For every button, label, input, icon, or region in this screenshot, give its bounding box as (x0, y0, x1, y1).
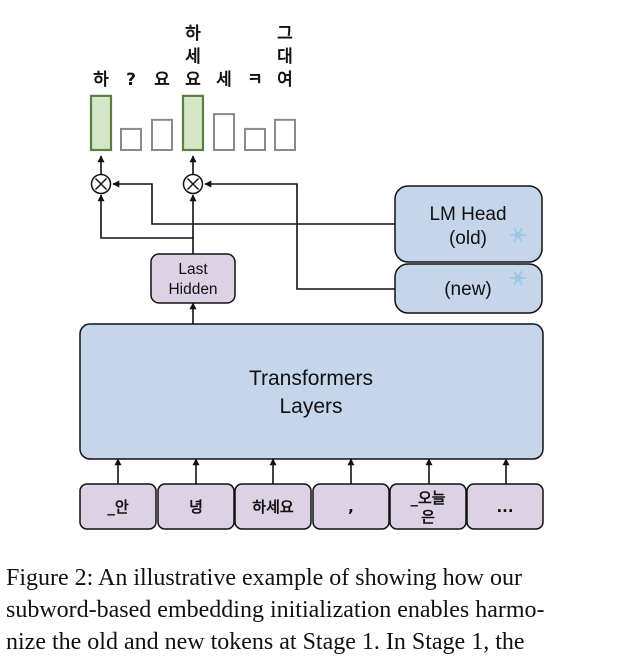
highlighted-probability-bar (181, 94, 205, 152)
input-token-box: ... (466, 483, 544, 530)
lm-head-new-label: (new) (444, 279, 492, 300)
input-token-box: , (312, 483, 390, 530)
output-token-label: 여 (277, 70, 293, 90)
last-hidden-line2: Hidden (168, 281, 217, 298)
output-token-label: 요 (154, 70, 170, 90)
caption-line: subword-based embedding initialization e… (6, 597, 545, 623)
lm-head-old-box: LM Head (old) (394, 185, 543, 263)
input-token-label: 녕 (189, 498, 203, 516)
output-token-label: 대 (277, 47, 293, 67)
caption-line: Figure 2: An illustrative example of sho… (6, 565, 522, 591)
lm-head-old-label: (old) (449, 228, 487, 249)
figure-caption: Figure 2: An illustrative example of sho… (6, 562, 630, 658)
input-token-label: , (348, 498, 354, 516)
connectors (97, 155, 510, 484)
output-token-label: ㅋ (247, 70, 263, 90)
output-token-label: 세 (185, 47, 201, 67)
input-token-box: 하세요 (234, 483, 312, 530)
input-tokens: _안 녕 하세요, _오늘은... (79, 483, 544, 530)
output-token-label: 세 (216, 70, 232, 90)
caption-line: nize the old and new tokens at Stage 1. … (6, 629, 525, 655)
input-token-label: _오늘 (410, 489, 445, 507)
input-token-rect (466, 483, 544, 530)
output-token-label: 그 (277, 24, 293, 44)
hidden-to-mult-1 (97, 194, 194, 254)
input-token-label: ... (496, 498, 513, 516)
last-hidden-box: Last Hidden (150, 253, 236, 304)
multiply-node-1 (90, 173, 112, 195)
input-token-box: _오늘은 (389, 483, 467, 530)
input-token-box: 녕 (157, 483, 235, 530)
lm-head-title: LM Head (429, 204, 506, 225)
output-token-label: 하 (185, 24, 201, 44)
output-probability-bars (89, 94, 296, 152)
input-token-label: 은 (421, 508, 435, 526)
input-token-rect (234, 483, 312, 530)
transformers-line1: Transformers (249, 367, 373, 390)
lm-head-new-box: (new) (394, 263, 543, 314)
multiply-node-2 (182, 173, 204, 195)
probability-bar (213, 113, 235, 151)
lmhead-old-to-mult-1 (112, 180, 395, 225)
output-token-label: 하 (93, 70, 109, 90)
input-token-rect (79, 483, 157, 530)
transformers-layers-box: Transformers Layers (79, 323, 544, 460)
input-token-box: _안 (79, 483, 157, 530)
output-token-label: 요 (185, 70, 201, 90)
last-hidden-line1: Last (178, 261, 208, 278)
input-token-label: 하세요 (252, 498, 294, 516)
lmhead-new-to-mult-2 (204, 180, 395, 290)
input-token-rect (389, 483, 467, 530)
transformers-line2: Layers (279, 395, 342, 418)
input-token-rect (157, 483, 235, 530)
probability-bar (274, 118, 296, 151)
probability-bar (151, 118, 173, 151)
input-token-rect (312, 483, 390, 530)
input-token-label: _안 (107, 498, 129, 516)
output-token-label: ? (126, 70, 136, 90)
highlighted-probability-bar (89, 94, 113, 152)
probability-bar (244, 127, 266, 152)
probability-bar (120, 127, 142, 152)
